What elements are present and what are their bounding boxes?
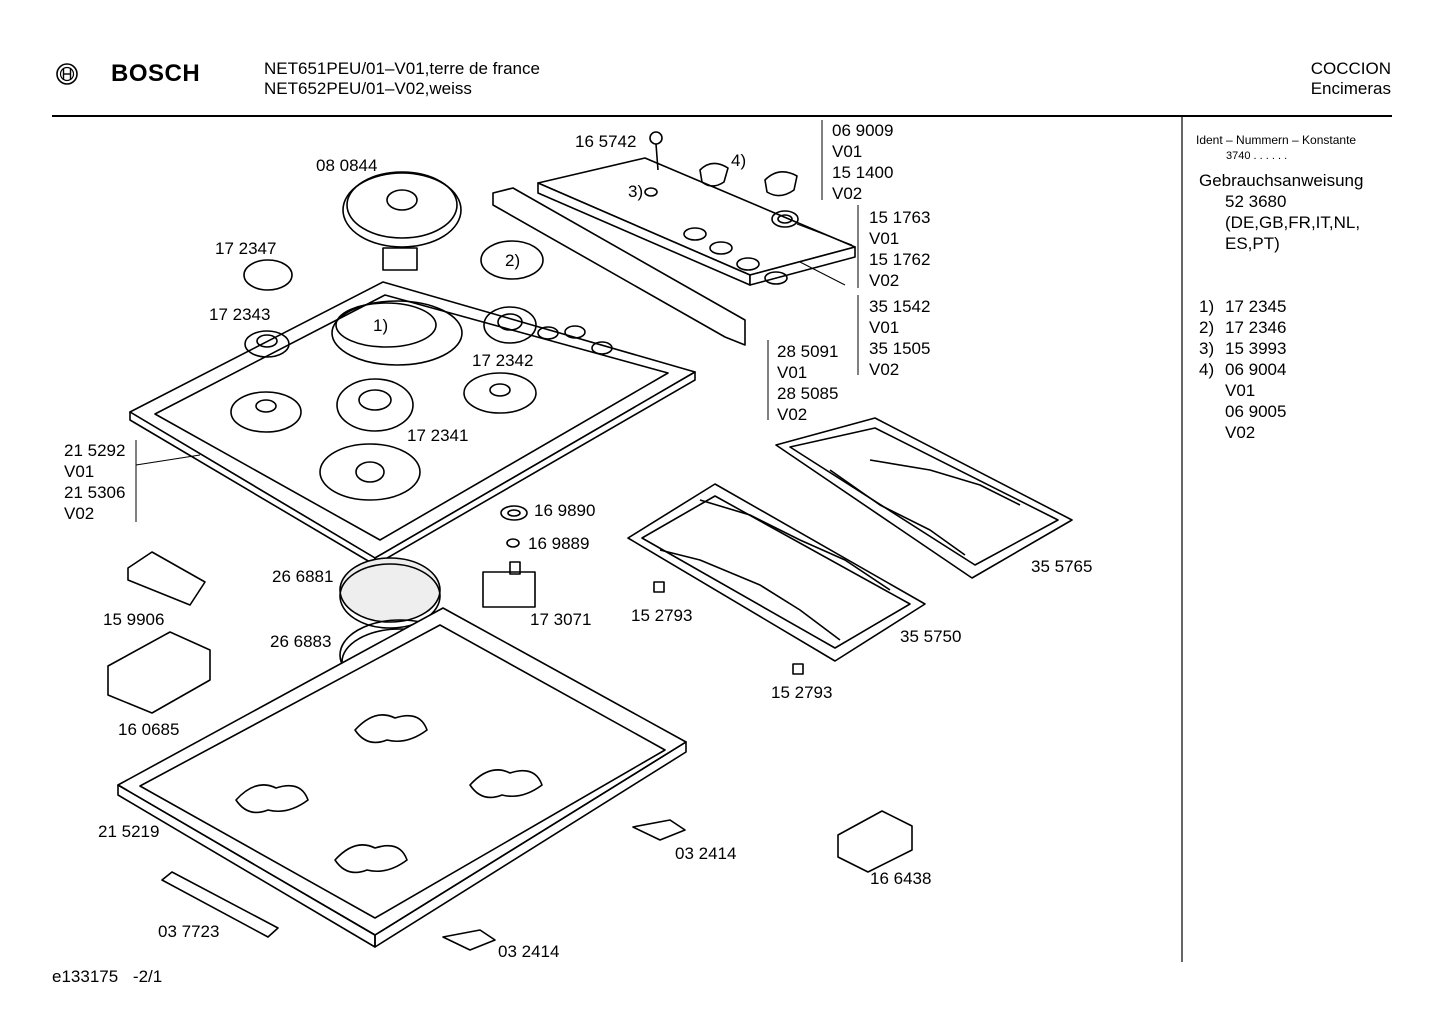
part-label: 15 2793 [631, 606, 693, 625]
part-label: 16 6438 [870, 869, 932, 888]
variant-label: V02 [869, 271, 900, 290]
brand-name: BOSCH [111, 60, 201, 87]
footnote-key: 2) [1199, 318, 1215, 337]
part-label: 28 5091 [777, 342, 839, 361]
variant-label: V01 [869, 318, 900, 337]
part-label: 35 5765 [1031, 557, 1093, 576]
part-label: 03 2414 [675, 844, 737, 863]
category-1: COCCION [1310, 59, 1391, 78]
part-label: 03 7723 [158, 922, 220, 941]
variant-label: V01 [64, 462, 95, 481]
part-label: 15 1762 [869, 250, 931, 269]
part-label: 17 2343 [209, 305, 271, 324]
part-label-group: 15 1763 V01 15 1762 V02 [869, 207, 930, 291]
manual-title: Gebrauchsanweisung [1199, 171, 1364, 190]
part-label: 35 5750 [900, 627, 962, 646]
part-label: 35 1542 [869, 297, 931, 316]
drawing-id: e133175 -2/1 [52, 966, 162, 987]
variant-label: V02 [777, 405, 808, 424]
part-label: 03 2414 [498, 942, 560, 961]
part-label: 16 0685 [118, 720, 180, 739]
footnote-value: V01 [1225, 381, 1256, 400]
drawing-number: e133175 [52, 967, 119, 986]
part-label: 17 3071 [530, 610, 592, 629]
part-label-group: 35 1542 V01 35 1505 V02 [869, 296, 930, 380]
part-label: 28 5085 [777, 384, 839, 403]
callout-1: 1) [373, 316, 389, 335]
footnote-row: 06 9005 [1199, 401, 1286, 422]
footnote-row: 1) 17 2345 [1199, 296, 1286, 317]
page-number: -2/1 [132, 967, 163, 986]
footnote-row: V01 [1199, 380, 1286, 401]
footnote-row: 2) 17 2346 [1199, 317, 1286, 338]
part-label: 21 5306 [64, 483, 126, 502]
callout-3: 3) [628, 182, 644, 201]
part-label: 35 1505 [869, 339, 931, 358]
manual-number: 52 3680 [1225, 192, 1287, 211]
part-label: 15 1400 [832, 163, 894, 182]
footnote-value: 06 9004 [1225, 360, 1287, 379]
variant-label: V02 [64, 504, 95, 523]
part-label: 15 1763 [869, 208, 931, 227]
part-label: 08 0844 [316, 156, 378, 175]
part-label: 15 2793 [771, 683, 833, 702]
part-label: 21 5292 [64, 441, 126, 460]
variant-label: V02 [832, 184, 863, 203]
part-label: 17 2347 [215, 239, 277, 258]
footnote-key: 4) [1199, 360, 1215, 379]
model-line-1: NET651PEU/01–V01,terre de france [264, 59, 540, 78]
part-label: 26 6881 [272, 567, 334, 586]
footnote-row: 4) 06 9004 [1199, 359, 1286, 380]
variant-label: V01 [832, 142, 863, 161]
variant-label: V01 [777, 363, 808, 382]
part-label-group: 28 5091 V01 28 5085 V02 [777, 341, 838, 425]
footnote-value: V02 [1225, 423, 1256, 442]
footnote-value: 06 9005 [1225, 402, 1287, 421]
part-label: 16 9890 [534, 501, 596, 520]
part-label-group: 21 5292 V01 21 5306 V02 [64, 440, 125, 524]
callout-2: 2) [505, 251, 521, 270]
manual-languages-1: (DE,GB,FR,IT,NL, [1225, 213, 1361, 232]
footnote-row: V02 [1199, 422, 1286, 443]
callout-4: 4) [731, 151, 747, 170]
part-label: 15 9906 [103, 610, 165, 629]
footnote-value: 17 2346 [1225, 318, 1287, 337]
part-label: 17 2341 [407, 426, 469, 445]
category-2: Encimeras [1310, 79, 1391, 98]
part-label: 21 5219 [98, 822, 160, 841]
part-label: 16 9889 [528, 534, 590, 553]
part-label: 16 5742 [575, 132, 637, 151]
footnote-value: 17 2345 [1225, 297, 1287, 316]
manual-languages-2: ES,PT) [1225, 234, 1280, 253]
model-line-2: NET652PEU/01–V02,weiss [264, 79, 472, 98]
ident-value: 3740 . . . . . . [1226, 150, 1288, 162]
footnote-list: 1)17 2345 2)17 2346 3)15 3993 4)06 9004 … [1199, 296, 1286, 443]
footnote-value: 15 3993 [1225, 339, 1287, 358]
footnote-key: 1) [1199, 297, 1215, 316]
footnote-row: 3) 15 3993 [1199, 338, 1286, 359]
ident-title: Ident – Nummern – Konstante [1196, 133, 1357, 147]
variant-label: V02 [869, 360, 900, 379]
footnote-key: 3) [1199, 339, 1215, 358]
part-label: 26 6883 [270, 632, 332, 651]
part-label: 06 9009 [832, 121, 894, 140]
variant-label: V01 [869, 229, 900, 248]
part-label: 17 2342 [472, 351, 534, 370]
part-label-group: 06 9009 V01 15 1400 V02 [832, 120, 893, 204]
